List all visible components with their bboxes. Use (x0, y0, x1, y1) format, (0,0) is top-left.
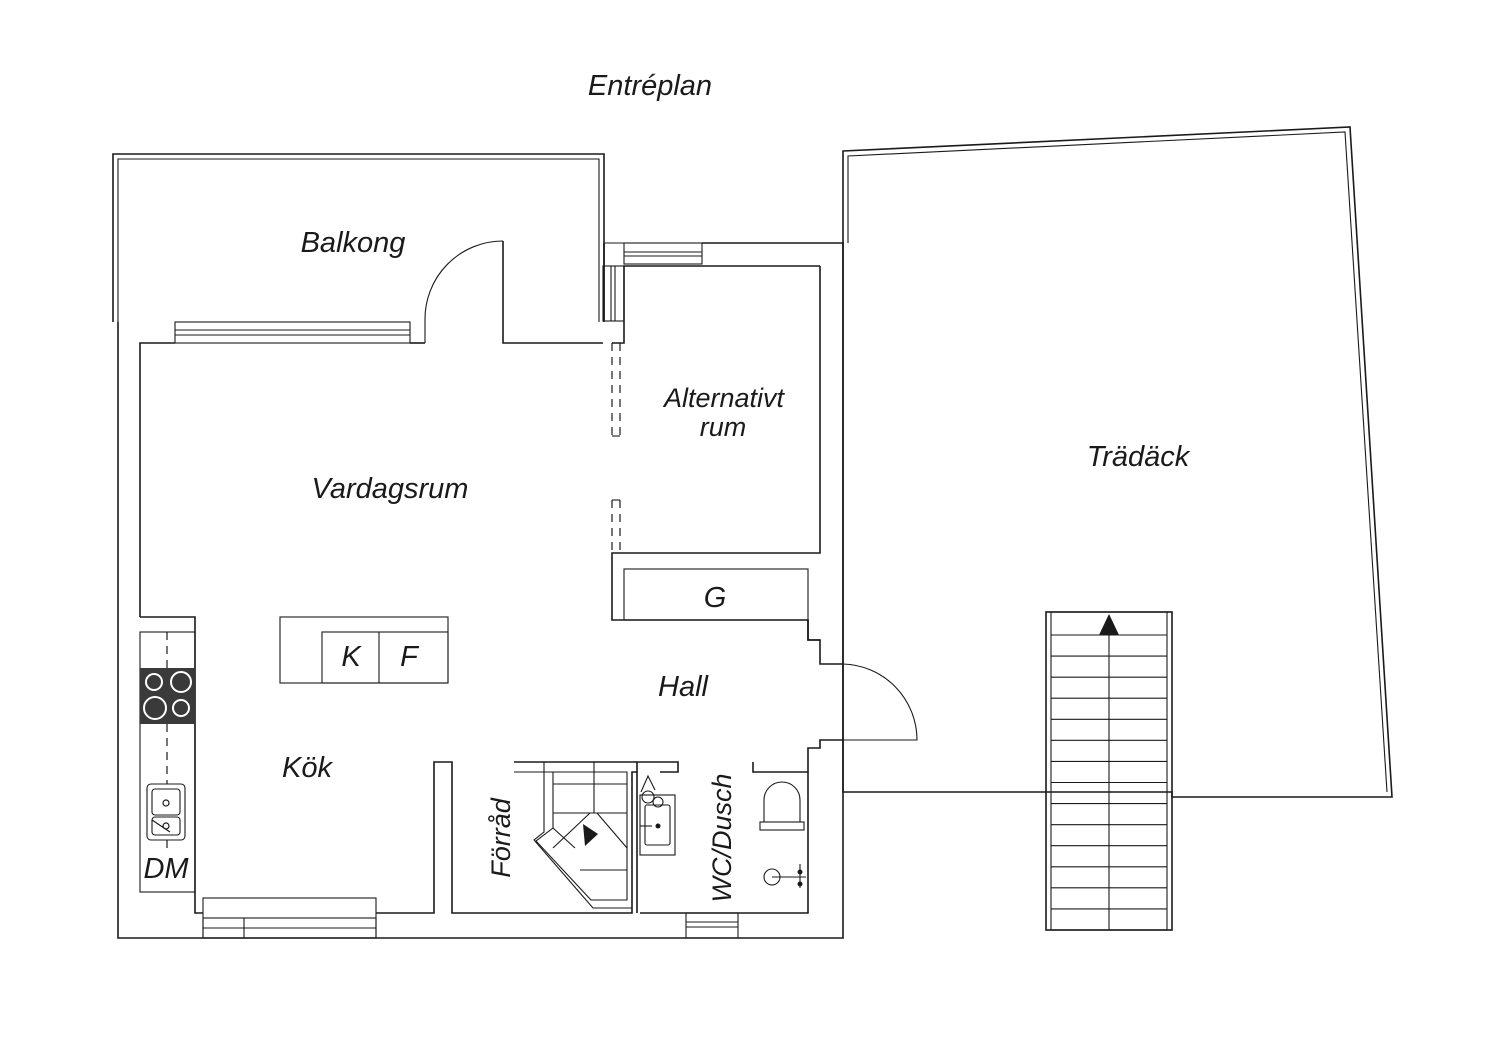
label-freezer: F (400, 641, 420, 673)
windows (174, 242, 739, 939)
label-kitchen: Kök (282, 752, 333, 784)
label-deck: Trädäck (1087, 441, 1191, 473)
label-wardrobe: G (704, 582, 727, 614)
sink-icon (146, 783, 186, 841)
label-hall: Hall (658, 671, 710, 703)
label-bathroom: WC/Dusch (707, 773, 737, 902)
deck-stairs (1045, 611, 1173, 931)
label-balcony: Balkong (301, 227, 406, 259)
label-dishwasher: DM (143, 853, 189, 885)
doors (424, 240, 918, 741)
bath-faucet-icon (763, 864, 806, 888)
stair-direction-arrow (1099, 614, 1119, 635)
shower-icon (640, 774, 664, 808)
label-fridge: K (341, 641, 362, 673)
toilet-icon (759, 781, 805, 831)
stove-icon (140, 668, 195, 724)
kitchen-counter (139, 631, 196, 893)
label-storage: Förråd (486, 797, 516, 878)
stair-arrow-icon (583, 824, 598, 846)
label-alternative-room-line1: Alternativt (662, 383, 786, 413)
label-alternative-room-line2: rum (700, 412, 747, 442)
wardrobe (623, 568, 809, 621)
interior-stairs (514, 762, 632, 909)
kitchen-island (279, 616, 449, 684)
bathroom-sink-icon (639, 794, 676, 856)
balcony (112, 153, 605, 322)
plan-title: Entréplan (588, 70, 712, 102)
label-living-room: Vardagsrum (312, 473, 469, 505)
room-divider-dashed (611, 343, 621, 553)
